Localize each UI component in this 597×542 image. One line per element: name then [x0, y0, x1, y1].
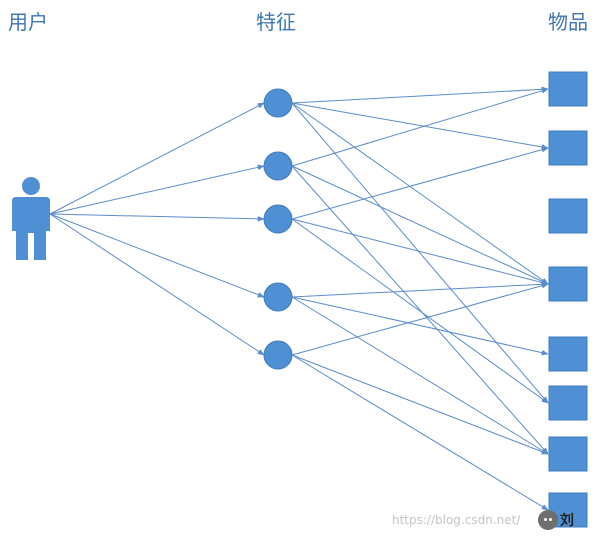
- edge-user-feature-1: [49, 102, 265, 215]
- edge-feature-item-6: [291, 165, 549, 285]
- user-node: [12, 177, 50, 260]
- edge-feature-item-2: [291, 102, 549, 150]
- item-node-4: [548, 266, 588, 302]
- edge-feature-item-9: [291, 218, 549, 286]
- feature-node-4: [263, 282, 293, 312]
- edge-feature-item-11: [291, 281, 549, 298]
- edge-feature-item-1: [291, 86, 549, 104]
- edge-user-feature-4: [49, 213, 265, 298]
- edge-feature-item-16: [291, 354, 549, 511]
- edges-layer: [49, 86, 549, 511]
- watermark-author: 刘: [560, 513, 574, 529]
- feature-node-5: [263, 340, 293, 370]
- wechat-icon: [538, 510, 558, 530]
- edge-feature-item-13: [291, 296, 549, 455]
- edge-feature-item-14: [291, 282, 549, 356]
- edge-user-feature-5: [49, 213, 265, 356]
- item-node-8: [548, 492, 588, 528]
- feature-node-1: [263, 88, 293, 118]
- item-node-1: [548, 71, 588, 107]
- edge-feature-item-15: [291, 354, 549, 455]
- item-node-7: [548, 436, 588, 472]
- edge-feature-item-5: [291, 88, 549, 167]
- edge-feature-item-8: [291, 146, 549, 220]
- edge-feature-item-7: [291, 165, 549, 455]
- item-column-title: 物品: [548, 10, 588, 34]
- edge-feature-item-10: [291, 218, 549, 404]
- item-node-2: [548, 130, 588, 166]
- person-icon: [12, 177, 50, 260]
- item-node-5: [548, 336, 588, 372]
- edge-feature-item-4: [291, 102, 549, 404]
- feature-node-2: [263, 151, 293, 181]
- edge-feature-item-12: [291, 296, 549, 356]
- edge-user-feature-2: [49, 164, 265, 215]
- feature-column-title: 特征: [256, 10, 296, 34]
- watermark-url: https://blog.csdn.net/: [392, 513, 521, 527]
- user-column-title: 用户: [8, 10, 48, 34]
- item-node-3: [548, 198, 588, 234]
- edge-feature-item-3: [291, 102, 549, 285]
- edge-user-feature-3: [49, 213, 265, 222]
- watermark-badge: 刘: [538, 507, 594, 533]
- item-node-6: [548, 385, 588, 421]
- nodes-layer: [12, 71, 588, 528]
- feature-node-3: [263, 204, 293, 234]
